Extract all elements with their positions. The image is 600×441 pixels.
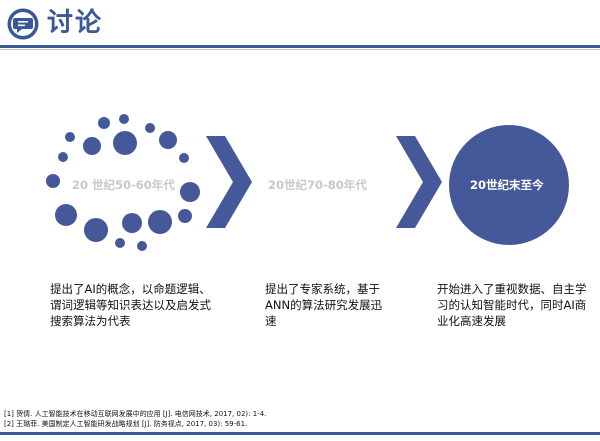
dot (113, 131, 137, 155)
era-label-3: 20世纪末至今 (470, 178, 544, 192)
dot (98, 117, 110, 129)
chat-bubble-icon (7, 8, 39, 40)
header-bar: 讨论 (0, 0, 600, 50)
dot (115, 238, 125, 248)
dot (178, 209, 192, 223)
header-divider-thin (0, 49, 600, 50)
dot (180, 182, 200, 202)
dot (46, 174, 60, 188)
era-description-1: 提出了AI的概念，以命题逻辑、谓词逻辑等知识表达以及启发式搜索算法为代表 (50, 282, 211, 328)
era-description-2: 提出了专家系统，基于ANN的算法研究发展迅速 (265, 282, 383, 328)
footnotes: [1] 贺倩. 人工智能技术在移动互联网发展中的应用 [J]. 电信网技术, 2… (4, 409, 266, 429)
dot (55, 204, 77, 226)
era-highlight-circle (449, 125, 569, 245)
chevron-right-icon (206, 136, 252, 228)
dot (84, 218, 108, 242)
dot (137, 241, 147, 251)
dot (159, 131, 177, 149)
footnote-1: [1] 贺倩. 人工智能技术在移动互联网发展中的应用 [J]. 电信网技术, 2… (4, 410, 267, 418)
dot-ring (46, 114, 200, 251)
dot (179, 153, 189, 163)
dot (148, 210, 172, 234)
era-label-1: 20 世纪50-60年代 (72, 178, 175, 192)
chevron-right-icon (396, 136, 442, 228)
dot (145, 123, 155, 133)
dot (122, 213, 142, 233)
era-description-3: 开始进入了重视数据、自主学习的认知智能时代，同时AI商业化高速发展 (437, 282, 587, 328)
dot (119, 114, 129, 124)
footnote-2: [2] 王璐菲. 美国制定人工智能研发战略规划 [J]. 防务视点, 2017,… (4, 420, 248, 428)
header-divider (0, 45, 600, 48)
dot (58, 152, 68, 162)
page-title: 讨论 (47, 8, 104, 38)
dot (83, 137, 101, 155)
footer-divider (0, 432, 600, 435)
dot (65, 132, 75, 142)
era-label-2: 20世纪70-80年代 (268, 178, 367, 192)
